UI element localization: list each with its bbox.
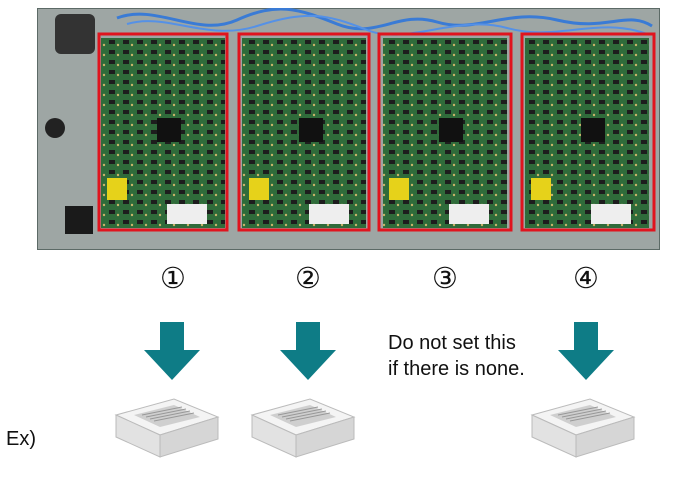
transformer-icon <box>55 14 95 54</box>
slot-number-3: ③ <box>432 261 458 295</box>
slot-number-4: ④ <box>573 261 599 295</box>
board-4 <box>525 38 649 228</box>
cassette-unit-icon <box>114 398 220 458</box>
cassette-unit-icon <box>530 398 636 458</box>
board-2 <box>242 38 366 228</box>
down-arrow-icon <box>558 322 614 380</box>
highlight-box-4 <box>520 32 656 232</box>
cassette-unit-icon <box>250 398 356 458</box>
down-arrow-icon <box>144 322 200 380</box>
slot-number-1: ① <box>160 261 186 295</box>
board-1 <box>101 38 225 228</box>
highlight-box-3 <box>377 32 513 232</box>
down-arrow-icon <box>280 322 336 380</box>
highlight-box-2 <box>237 32 371 232</box>
board-3 <box>383 38 507 228</box>
slot-3-note: Do not set this if there is none. <box>388 332 525 380</box>
slot-number-2: ② <box>295 261 321 295</box>
control-boards-photo <box>37 8 660 250</box>
highlight-box-1 <box>97 32 229 232</box>
example-label: Ex) <box>6 428 36 450</box>
